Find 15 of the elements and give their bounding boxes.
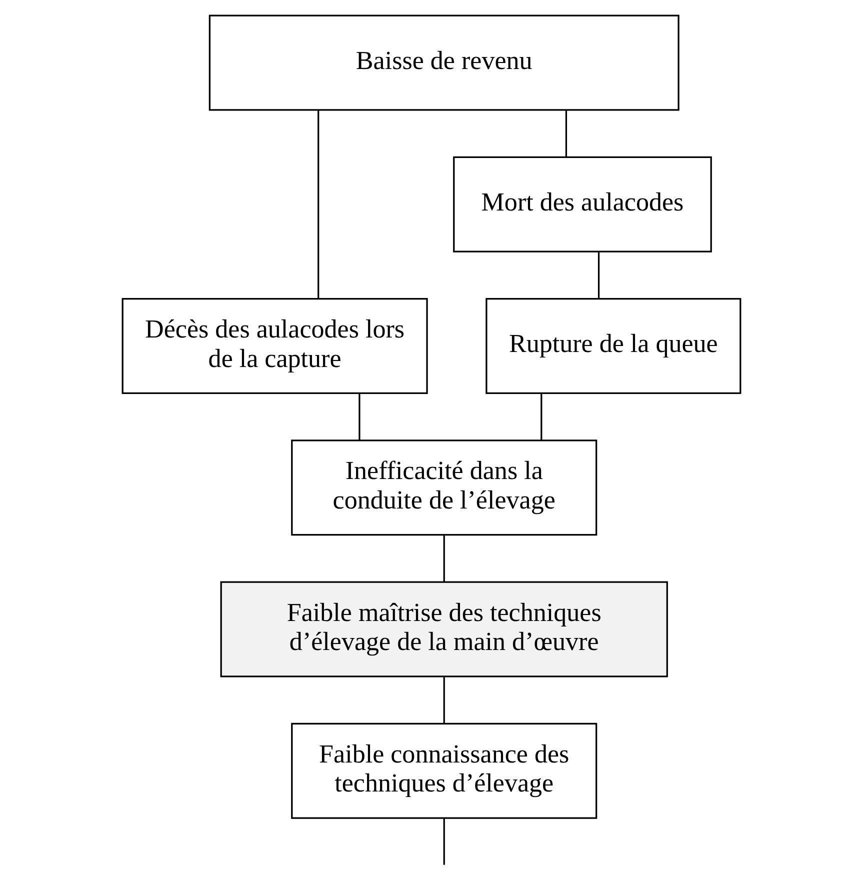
connector — [358, 393, 360, 440]
connector — [442, 676, 444, 723]
connector — [540, 393, 542, 440]
node-box: Décès des aulacodes lors de la capture — [121, 297, 428, 394]
node-box: Rupture de la queue — [485, 297, 741, 394]
connector — [564, 110, 567, 156]
node-box: Faible maîtrise des techniques d’élevage de la main d’œuvre — [220, 580, 668, 677]
node-box: Faible connaissance des techniques d’élevage — [290, 722, 597, 818]
connector — [442, 535, 444, 582]
node-box: Baisse de revenu — [208, 14, 679, 110]
connector — [597, 252, 600, 298]
node-box: Inefficacité dans la conduite de l’élevage — [290, 439, 597, 536]
connector — [442, 818, 444, 864]
connector — [317, 110, 319, 298]
node-box: Mort des aulacodes — [452, 156, 712, 252]
